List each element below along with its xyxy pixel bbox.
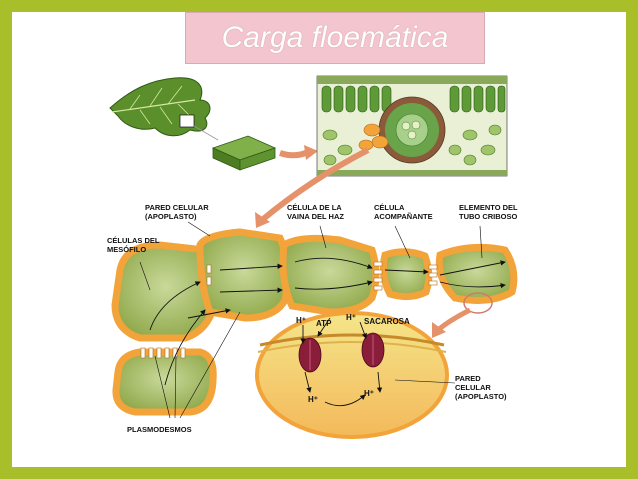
label-mesofilo: MESÓFILO [107,245,146,254]
label-h-plus-1: H⁺ [296,316,306,325]
leaf-section-block [213,136,275,170]
zoom-arrow-1-head [304,145,318,160]
label-celula-de-la: CÉLULA DE LA [287,203,342,212]
label-elemento-del: ELEMENTO DEL [459,203,518,212]
label-acompanante: ACOMPAÑANTE [374,212,433,221]
membrane-zoom-inset [257,313,455,437]
mesophyll-cell-3 [200,232,288,318]
label-apoplasto: (APOPLASTO) [145,212,197,221]
label-h-plus-3: H⁺ [308,395,318,404]
label-apoplasto-2: (APOPLASTO) [455,392,507,401]
label-vaina-del-haz: VAINA DEL HAZ [287,212,344,221]
label-celular: CELULAR [455,383,491,392]
leaf-illustration [110,78,218,140]
label-tubo-criboso: TUBO CRIBOSO [459,212,518,221]
label-h-plus-2: H⁺ [346,313,356,322]
label-pared: PARED [455,374,481,383]
companion-cell [383,252,428,297]
zoom-arrow-3 [438,310,470,330]
label-celulas-del: CÉLULAS DEL [107,236,160,245]
label-sacarosa: SACAROSA [364,317,410,326]
label-h-plus-4: H⁺ [364,389,374,398]
label-celula: CÉLULA [374,203,405,212]
label-pared-celular: PARED CELULAR [145,203,209,212]
zoom-arrow-1 [280,152,308,155]
bundle-sheath-cell [283,238,376,312]
mesophyll-cell-2 [116,352,213,412]
label-plasmodesmos: PLASMODESMOS [127,425,192,434]
label-atp: ATP [316,319,332,328]
